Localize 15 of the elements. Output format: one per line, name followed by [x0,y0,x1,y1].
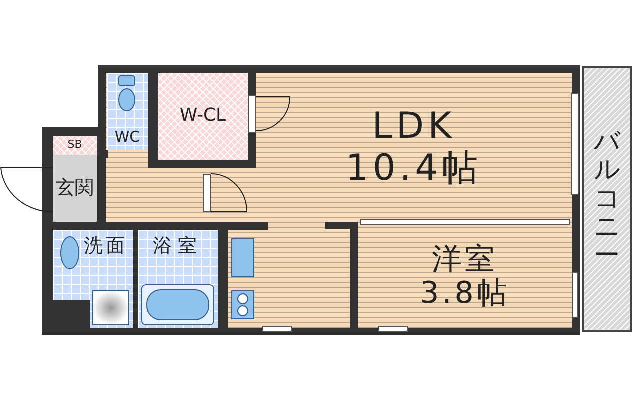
room [582,66,632,332]
room-label: SB [68,139,82,152]
room-label: 洗面 [84,236,128,258]
room-label: 3.8帖 [420,277,510,312]
room-label: WC [114,128,140,146]
room-label: 10.4帖 [346,148,482,189]
room-label: バルコニー [594,128,620,270]
room-label: 洋室 [432,242,498,277]
room-label: 浴室 [153,236,203,258]
room [53,155,97,222]
room-label: LDK [372,106,456,148]
room [53,136,97,155]
room-label: 玄関 [56,178,94,200]
room-label: W-CL [180,106,226,127]
room [158,73,248,160]
